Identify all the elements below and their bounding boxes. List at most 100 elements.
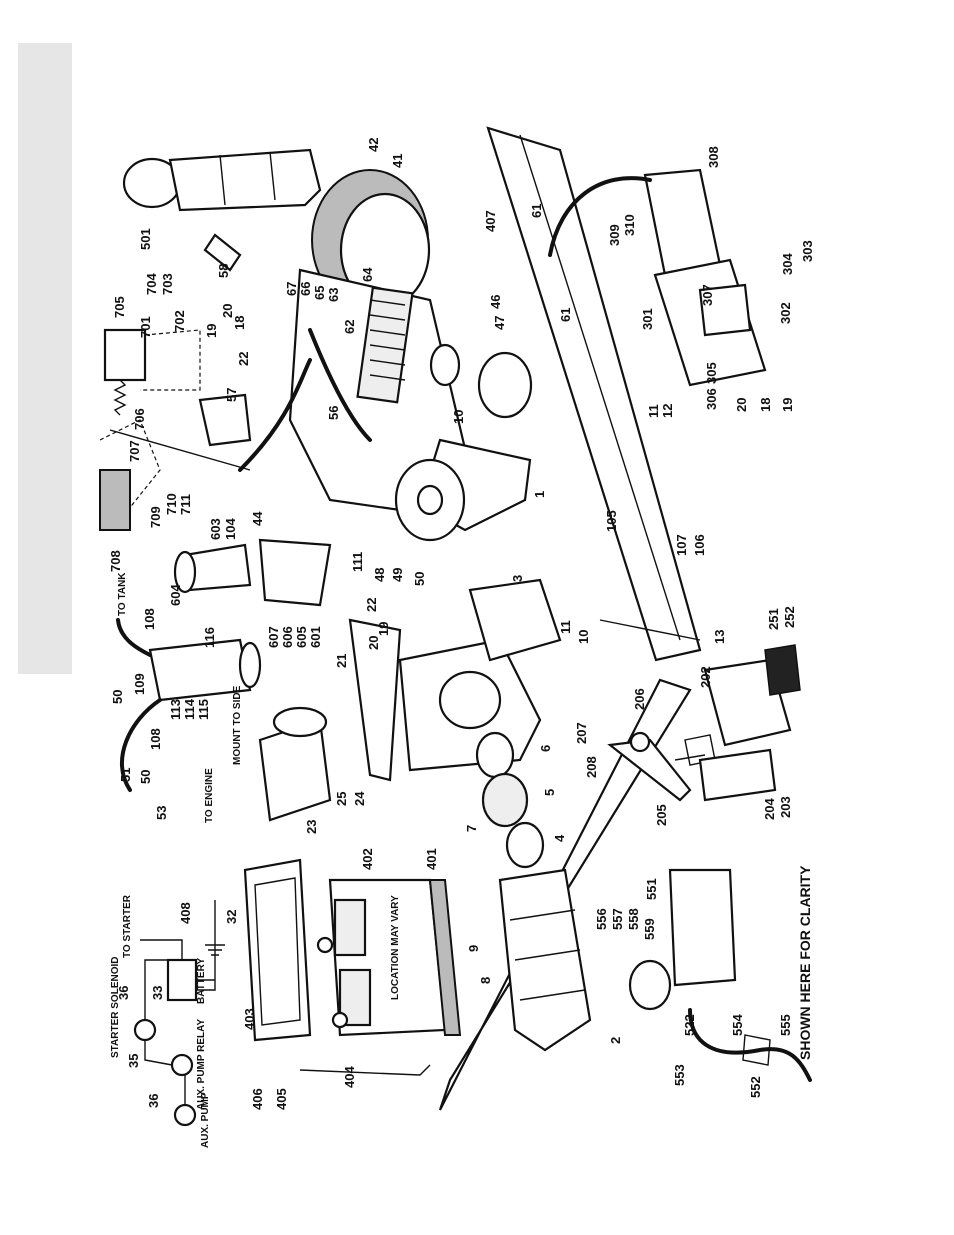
label-202: 202 bbox=[698, 666, 713, 688]
label-559: 559 bbox=[642, 918, 657, 940]
battery-hold-down bbox=[243, 858, 312, 1042]
label-22-a: 22 bbox=[236, 352, 251, 366]
starter-end-cap bbox=[173, 550, 197, 594]
throttle-spring bbox=[113, 379, 127, 416]
frame-rail-edge bbox=[519, 134, 681, 641]
exhaust-pipe bbox=[238, 358, 312, 472]
label-50-c: 50 bbox=[138, 770, 153, 784]
battery-hold-down-inner bbox=[254, 877, 301, 1026]
label-32: 32 bbox=[224, 910, 239, 924]
label-706: 706 bbox=[132, 408, 147, 430]
starter-solenoid-symbol bbox=[133, 1018, 157, 1042]
label-106: 106 bbox=[692, 534, 707, 556]
bell-housing-inner bbox=[416, 484, 444, 516]
bracket-57 bbox=[198, 393, 252, 447]
label-402: 402 bbox=[360, 848, 375, 870]
battery-cell-left bbox=[333, 898, 367, 957]
note-location-may-vary: LOCATION MAY VARY bbox=[390, 895, 401, 1000]
note-to-starter: TO STARTER bbox=[122, 894, 133, 958]
label-607: 607 bbox=[266, 626, 281, 648]
label-302: 302 bbox=[778, 302, 793, 324]
note-battery: BATTERY bbox=[196, 958, 207, 1004]
label-704: 704 bbox=[144, 273, 159, 295]
label-204: 204 bbox=[762, 798, 777, 820]
label-35: 35 bbox=[126, 1054, 141, 1068]
label-64: 64 bbox=[360, 267, 375, 282]
label-203: 203 bbox=[778, 796, 793, 818]
label-10-a: 10 bbox=[451, 410, 466, 424]
label-6: 6 bbox=[538, 745, 553, 752]
label-105: 105 bbox=[604, 510, 619, 532]
starter-bracket bbox=[258, 538, 332, 607]
label-2: 2 bbox=[608, 1037, 623, 1044]
label-606: 606 bbox=[280, 626, 295, 648]
battery-terminal-2 bbox=[331, 1011, 349, 1029]
battery-terminal-1 bbox=[316, 936, 334, 954]
note-aux-pump-relay: AUX. PUMP RELAY bbox=[196, 1019, 207, 1110]
label-109: 109 bbox=[132, 673, 147, 695]
label-18-b: 18 bbox=[758, 398, 773, 412]
label-205: 205 bbox=[654, 804, 669, 826]
label-22-b: 22 bbox=[364, 598, 379, 612]
frame-crossbar bbox=[599, 619, 701, 641]
hold-down-rod-404 bbox=[299, 1064, 431, 1076]
engine-cooling-fins bbox=[356, 286, 414, 404]
label-53: 53 bbox=[154, 806, 169, 820]
label-19-c: 19 bbox=[376, 622, 391, 636]
label-408: 408 bbox=[178, 902, 193, 924]
label-551: 551 bbox=[644, 878, 659, 900]
aux-pump-symbol bbox=[173, 1103, 197, 1127]
label-111: 111 bbox=[350, 552, 365, 572]
throttle-return-bracket bbox=[99, 469, 131, 531]
label-301: 301 bbox=[640, 308, 655, 330]
label-206: 206 bbox=[632, 688, 647, 710]
label-18-a: 18 bbox=[232, 316, 247, 330]
label-21: 21 bbox=[334, 654, 349, 668]
battery-symbol bbox=[166, 958, 198, 1002]
label-11-a: 11 bbox=[646, 404, 661, 418]
label-63: 63 bbox=[326, 288, 341, 302]
label-522: 522 bbox=[682, 1014, 697, 1036]
label-554: 554 bbox=[730, 1014, 745, 1036]
fuel-pump bbox=[148, 638, 252, 702]
label-19-a: 19 bbox=[204, 324, 219, 338]
label-251: 251 bbox=[766, 608, 781, 630]
label-701: 701 bbox=[138, 316, 153, 338]
label-601: 601 bbox=[308, 626, 323, 648]
air-cleaner-ribs bbox=[219, 151, 276, 206]
label-7: 7 bbox=[464, 825, 479, 832]
label-20-a: 20 bbox=[220, 304, 235, 318]
label-36-b: 36 bbox=[146, 1094, 161, 1108]
label-10-b: 10 bbox=[576, 630, 591, 644]
label-20-b: 20 bbox=[734, 398, 749, 412]
label-104: 104 bbox=[223, 518, 238, 540]
drawing bbox=[99, 126, 812, 1127]
label-46: 46 bbox=[488, 295, 503, 309]
label-703: 703 bbox=[160, 273, 175, 295]
label-705: 705 bbox=[112, 296, 127, 318]
label-403: 403 bbox=[242, 1008, 257, 1030]
alternator bbox=[477, 351, 533, 419]
label-50-b: 50 bbox=[110, 690, 125, 704]
fuel-line-to-tank bbox=[116, 618, 152, 657]
coupling-hub-6 bbox=[475, 731, 515, 779]
control-harness bbox=[548, 176, 652, 257]
filter-top bbox=[272, 706, 328, 738]
label-702: 702 bbox=[172, 310, 187, 332]
linkage-pivot bbox=[629, 731, 651, 753]
label-308: 308 bbox=[706, 146, 721, 168]
label-3: 3 bbox=[510, 575, 525, 582]
frame-rail-upper bbox=[486, 126, 702, 662]
label-304: 304 bbox=[780, 253, 795, 275]
coupling-hub-4 bbox=[505, 821, 545, 869]
note-mount-to-side: MOUNT TO SIDE bbox=[232, 685, 243, 765]
label-41: 41 bbox=[390, 154, 405, 168]
label-558: 558 bbox=[626, 908, 641, 930]
strap-21 bbox=[348, 618, 402, 782]
label-56: 56 bbox=[326, 406, 341, 420]
fuel-pump-cap bbox=[238, 641, 262, 689]
label-401: 401 bbox=[424, 848, 439, 870]
throttle-linkage-outline bbox=[99, 329, 201, 521]
